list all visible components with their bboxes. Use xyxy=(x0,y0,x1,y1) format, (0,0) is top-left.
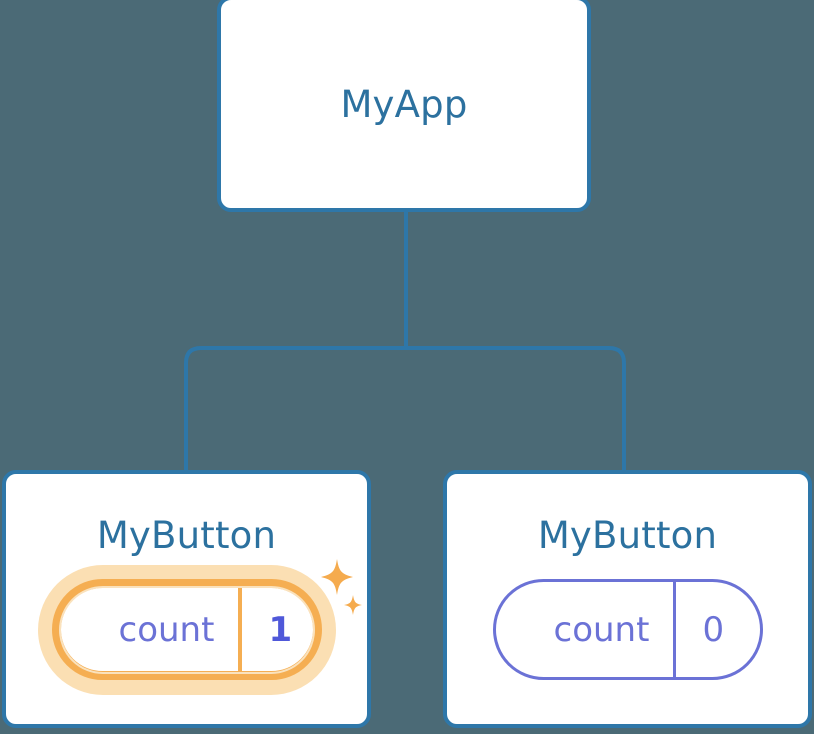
sparkle-icon xyxy=(320,559,353,595)
state-value-left: 1 xyxy=(238,588,336,671)
state-badge-right[interactable]: count 0 xyxy=(492,579,763,680)
node-mybutton-right-title: MyButton xyxy=(537,514,718,557)
node-mybutton-right[interactable]: MyButton count 0 xyxy=(443,470,812,728)
node-mybutton-left-title: MyButton xyxy=(96,514,277,557)
state-badge-right-wrapper: count 0 xyxy=(492,579,763,680)
node-myapp[interactable]: MyApp xyxy=(217,0,591,212)
state-badge-left-wrapper: count 1 xyxy=(37,559,362,695)
node-mybutton-left[interactable]: MyButton count 1 xyxy=(2,470,371,728)
state-key-left: count xyxy=(118,609,215,650)
edge-root-to-right-child xyxy=(406,346,626,472)
node-myapp-title: MyApp xyxy=(340,82,468,126)
state-key-right: count xyxy=(553,609,650,650)
edge-root-to-left-child xyxy=(184,346,406,472)
sparkle-small-icon xyxy=(343,595,362,615)
state-value-right: 0 xyxy=(673,582,768,677)
state-badge-left[interactable]: count 1 xyxy=(51,579,322,680)
sparkles-group xyxy=(310,557,370,627)
